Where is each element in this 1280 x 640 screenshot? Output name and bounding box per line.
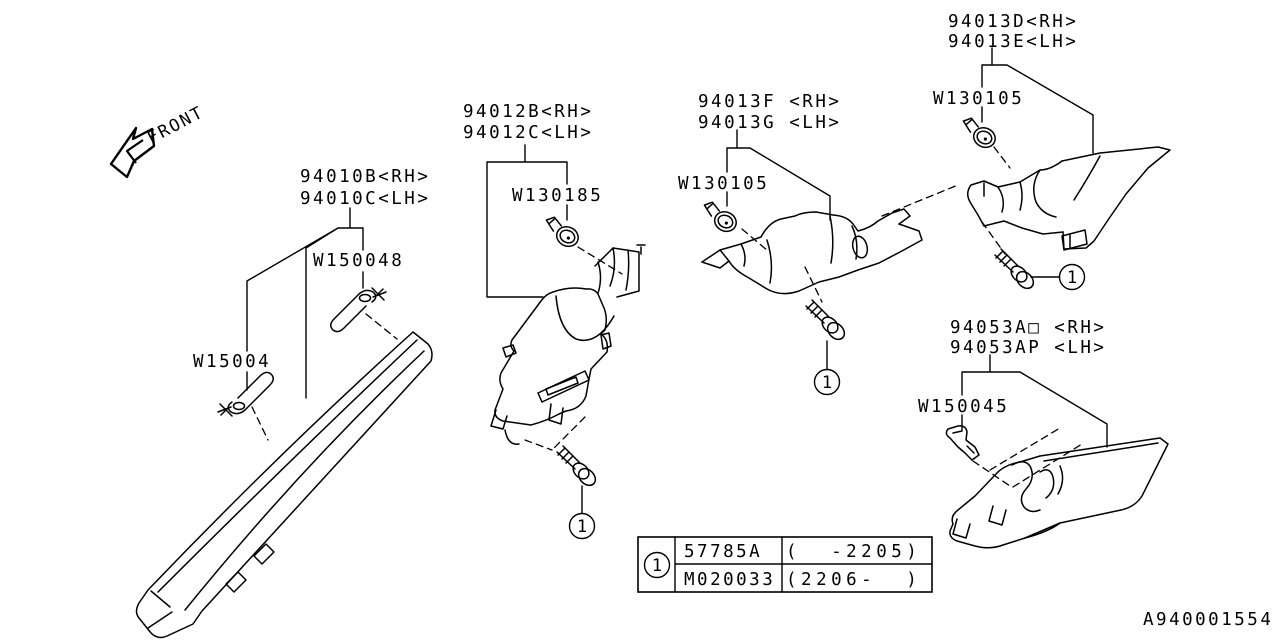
fastener-label-w150048[interactable]: W150048	[313, 251, 404, 271]
part-label-94013e-lh[interactable]: 94013E<LH>	[948, 32, 1078, 52]
clip-w130105-right-icon	[962, 117, 996, 149]
fastener-label-w150045[interactable]: W150045	[918, 397, 1009, 417]
fastener-label-w130105-right[interactable]: W130105	[933, 89, 1024, 109]
callout-1-b[interactable]: 1	[813, 368, 841, 396]
front-arrow-icon	[109, 126, 156, 179]
table-callout-number: 1	[652, 556, 662, 576]
diagram-code: A940001554	[1143, 610, 1273, 630]
dash-w130105-left	[741, 228, 769, 252]
part-drawing-b-pillar-lower-trim	[490, 244, 646, 445]
dash-94053-hidden	[989, 427, 1083, 488]
part-label-94013g-lh[interactable]: 94013G <LH>	[698, 113, 841, 133]
part-drawing-quarter-pocket	[949, 437, 1169, 549]
clip-w150048-icon	[330, 287, 387, 333]
callout-number: 1	[1067, 268, 1077, 288]
dash-94012-screw	[524, 416, 586, 451]
part-drawing-a-pillar-trim	[135, 331, 433, 639]
fastener-label-w130185[interactable]: W130185	[512, 186, 603, 206]
callout-number: 1	[822, 373, 832, 393]
dash-w15004	[251, 406, 269, 441]
part-label-94012-rh[interactable]: 94012B<RH>	[463, 102, 593, 122]
part-label-94010-rh[interactable]: 94010B<RH>	[300, 167, 430, 187]
screw-icon-2	[805, 299, 846, 341]
clip-w150045-icon	[945, 425, 980, 461]
fastener-label-w15004[interactable]: W15004	[193, 352, 271, 372]
dash-w130105-right	[993, 146, 1011, 169]
fastener-label-w130105-left[interactable]: W130105	[678, 174, 769, 194]
callout-1-c[interactable]: 1	[1058, 263, 1086, 291]
dash-connector	[881, 184, 959, 217]
dash-w130185	[577, 246, 623, 275]
part-label-94013f-rh[interactable]: 94013F <RH>	[698, 92, 841, 112]
part-label-94013d-rh[interactable]: 94013D<RH>	[948, 12, 1078, 32]
leader-94013fg	[726, 129, 831, 221]
table-part-no-row2[interactable]: M020033	[684, 570, 775, 590]
clip-w15004-icon	[217, 371, 274, 417]
part-label-94012-lh[interactable]: 94012C<LH>	[463, 123, 593, 143]
part-label-94053a-rh[interactable]: 94053A□ <RH>	[950, 318, 1106, 338]
dash-94013fg-screw	[804, 266, 823, 303]
clip-w130105-left-icon	[703, 201, 737, 233]
leader-94012	[486, 144, 568, 298]
parts-table[interactable]: 1 57785A ( -2205) M020033 (2206- )	[637, 536, 933, 593]
callout-number: 1	[577, 517, 587, 537]
callout-1-a[interactable]: 1	[568, 512, 596, 540]
part-label-94053ap-lh[interactable]: 94053AP <LH>	[950, 338, 1106, 358]
dash-w150045	[972, 460, 1011, 487]
part-label-94010-lh[interactable]: 94010C<LH>	[300, 189, 430, 209]
leader-94053	[961, 354, 1108, 448]
table-applicability-row2: (2206- )	[786, 570, 921, 590]
table-applicability-row1: ( -2205)	[786, 542, 921, 562]
leader-94013de	[981, 47, 1094, 154]
screw-icon-3	[994, 248, 1035, 290]
part-drawing-roof-rail-trim	[701, 208, 923, 295]
front-label: FRONT	[144, 102, 208, 148]
screw-icon-1	[556, 445, 597, 487]
table-part-no-row1[interactable]: 57785A	[684, 542, 762, 562]
dash-94013de-screw	[981, 221, 1006, 255]
part-drawing-c-pillar-trim	[967, 146, 1171, 251]
table-callout-circle	[643, 551, 671, 579]
clip-w130185-icon	[545, 216, 579, 248]
dash-w150048	[365, 313, 398, 340]
leader-94010	[246, 207, 364, 399]
